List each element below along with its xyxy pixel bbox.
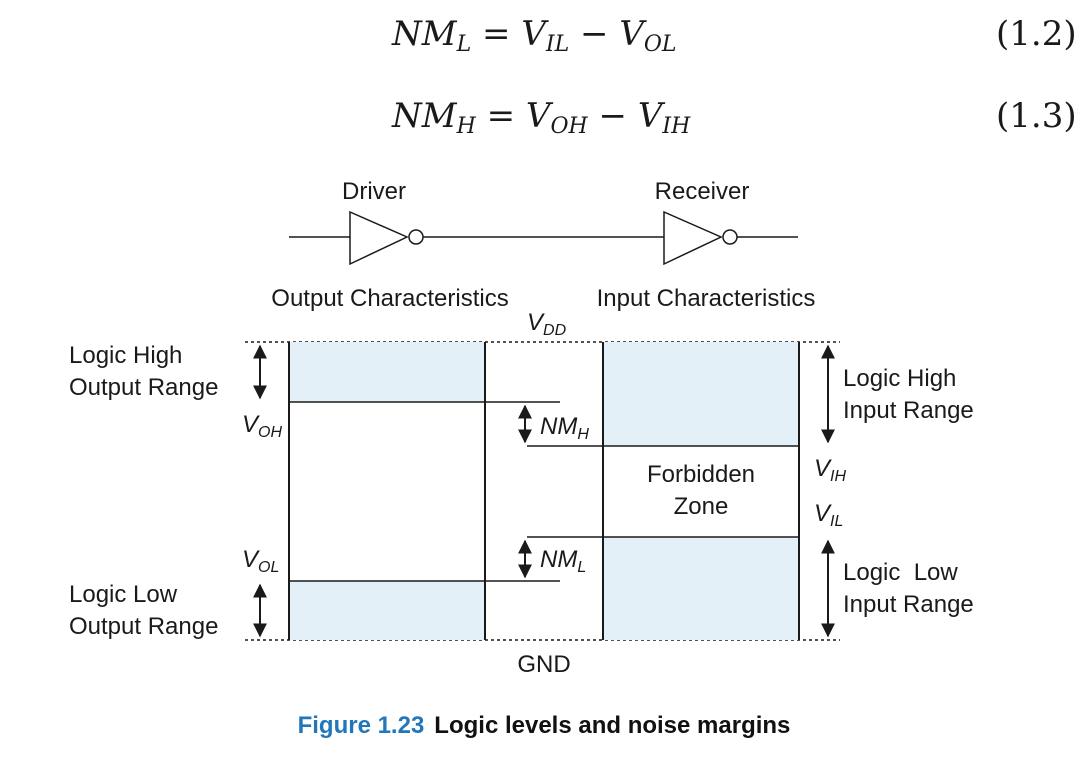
logic-high-input-label-1: Logic High	[843, 365, 956, 392]
logic-low-input-label-1: Logic Low	[843, 559, 958, 586]
logic-high-input-label-2: Input Range	[843, 397, 974, 424]
logic-low-input-region	[603, 537, 799, 640]
logic-low-input-label-2: Input Range	[843, 591, 974, 618]
output-characteristics-label: Output Characteristics	[271, 285, 508, 312]
vdd-label: VDD	[527, 309, 567, 339]
forbidden-zone-label-2: Zone	[674, 493, 729, 520]
equation-1-2: NML = VIL − VOL (1.2)	[0, 14, 1088, 64]
equation-formula: NML = VIL − VOL	[392, 14, 677, 57]
logic-high-input-region	[603, 342, 799, 446]
nmh-label: NMH	[540, 413, 589, 443]
logic-high-output-label-1: Logic High	[69, 342, 182, 369]
figure-caption: Figure 1.23 Logic levels and noise margin…	[0, 712, 1088, 740]
nml-label: NML	[540, 546, 586, 576]
equation-number: (1.2)	[996, 14, 1077, 54]
logic-levels-diagram: Driver Receiver Output Characteristics I…	[69, 178, 974, 678]
equation-number: (1.3)	[996, 96, 1077, 136]
driver-bubble	[408, 229, 424, 245]
receiver-inverter-icon	[663, 210, 723, 266]
logic-high-output-region	[289, 342, 485, 402]
logic-low-output-region	[289, 581, 485, 640]
forbidden-zone-label-1: Forbidden	[647, 461, 755, 488]
vil-label: VIL	[814, 500, 843, 530]
receiver-bubble	[722, 229, 738, 245]
gnd-label: GND	[517, 651, 570, 678]
equation-1-3: NMH = VOH − VIH (1.3)	[0, 96, 1088, 146]
logic-high-output-label-2: Output Range	[69, 374, 218, 401]
vol-label: VOL	[242, 546, 279, 576]
figure-title: Logic levels and noise margins	[434, 712, 791, 739]
equation-formula: NMH = VOH − VIH	[392, 96, 691, 139]
vih-label: VIH	[814, 455, 846, 485]
logic-low-output-label-1: Logic Low	[69, 581, 178, 608]
logic-low-output-label-2: Output Range	[69, 613, 218, 640]
input-characteristics-label: Input Characteristics	[597, 285, 816, 312]
receiver-label: Receiver	[655, 178, 750, 205]
driver-label: Driver	[342, 178, 406, 205]
driver-inverter-icon	[349, 210, 409, 266]
voh-label: VOH	[242, 411, 282, 441]
figure-number: Figure 1.23	[297, 712, 425, 739]
